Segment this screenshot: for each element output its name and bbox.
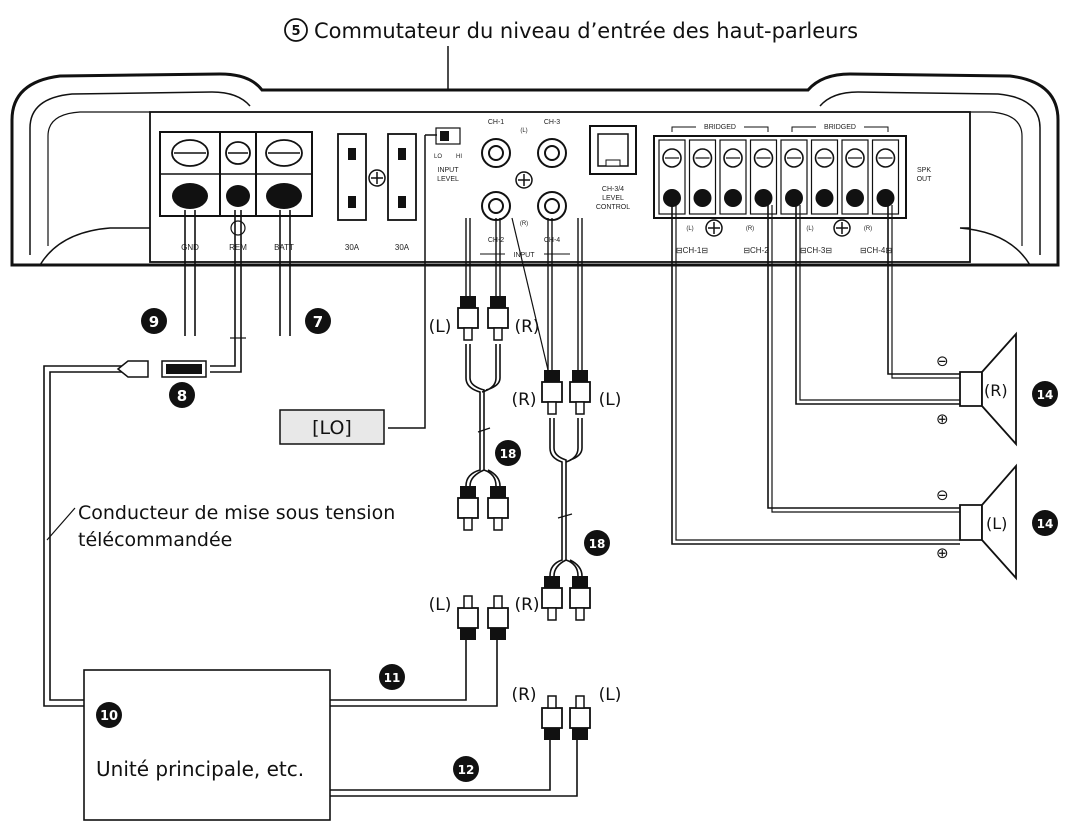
out-ch2-label: ⊟CH-2 — [743, 246, 769, 255]
rca-plug-a-l-bottom — [457, 486, 479, 531]
lo-box-text: [LO] — [312, 417, 352, 439]
fuse-2-label: 30A — [395, 243, 410, 252]
plug-label-a-l-top: (L) — [429, 317, 452, 337]
speaker-terminal-1 — [658, 139, 686, 215]
power-terminal-block: GND REM BATT — [159, 131, 313, 252]
rca-plug-head-b-l — [569, 695, 591, 740]
rca-plug-a-r-top — [487, 296, 509, 341]
plug-label-b-l-bottom: (L) — [599, 685, 622, 705]
gnd-label: GND — [181, 243, 199, 252]
rem-label: REM — [229, 243, 247, 252]
input-level-switch[interactable]: LO HI INPUT LEVEL — [434, 127, 462, 183]
ch34-label-2: LEVEL — [602, 195, 624, 202]
speaker-terminal-7 — [841, 139, 869, 215]
rca-plug-b-l-bottom — [569, 576, 591, 621]
plug-label-a-r-bottom: (R) — [514, 595, 539, 615]
speaker-terminal-8 — [871, 139, 900, 215]
badge-18-a: 18 — [500, 447, 517, 461]
l-label: (L) — [520, 128, 527, 134]
batt-label: BATT — [274, 243, 294, 252]
head-unit-number: 10 — [100, 709, 118, 724]
head-unit-text: Unité principale, etc. — [96, 757, 304, 781]
spk-out-label-1: SPK — [917, 167, 931, 174]
remote-lead-text-2: télécommandée — [78, 529, 232, 551]
plug-label-b-l-top: (L) — [599, 390, 622, 410]
spk-r-label-2: (R) — [864, 226, 872, 232]
ch1-label: CH-1 — [488, 119, 504, 126]
rca-plug-a-r-bottom — [487, 486, 509, 531]
fuse-block: 30A 30A — [337, 133, 417, 252]
remote-lead-label: Conducteur de mise sous tension télécomm… — [46, 502, 395, 551]
speaker-left-minus: ⊖ — [936, 486, 949, 504]
speaker-left: (L) ⊖ ⊕ — [936, 463, 1017, 581]
speaker-terminal-4 — [749, 139, 778, 215]
title-number: 5 — [291, 24, 300, 39]
spk-r-label-1: (R) — [746, 226, 754, 232]
speaker-right: (R) ⊖ ⊕ — [936, 331, 1017, 447]
input-level-label-2: LEVEL — [437, 176, 459, 183]
plug-label-a-l-bottom: (L) — [429, 595, 452, 615]
remote-connector — [116, 360, 207, 378]
badge-12: 12 — [458, 763, 475, 777]
badge-7: 7 — [313, 313, 323, 331]
head-unit: 10 Unité principale, etc. — [83, 669, 331, 821]
out-ch1-label: ⊟CH-1⊟ — [676, 246, 708, 255]
rca-plug-b-r-top — [541, 370, 563, 415]
ch3-label: CH-3 — [544, 119, 560, 126]
title-text: Commutateur du niveau d’entrée des haut-… — [314, 19, 858, 43]
speaker-left-plus: ⊕ — [936, 544, 949, 562]
speaker-right-label: (R) — [984, 381, 1008, 400]
rca-plug-head-a-r — [487, 595, 509, 640]
badge-8: 8 — [177, 387, 187, 405]
hi-label: HI — [456, 154, 462, 160]
badge-18-b: 18 — [589, 537, 606, 551]
speaker-left-label: (L) — [986, 514, 1007, 533]
input-level-label: INPUT — [438, 167, 460, 174]
speaker-terminal-block: BRIDGED BRIDGED SPK OUT (L) (R) (L) (R) … — [653, 124, 933, 255]
speaker-terminal-2 — [688, 139, 717, 215]
spk-out-label-2: OUT — [917, 176, 933, 183]
input-label: INPUT — [514, 252, 536, 259]
bridged-label-2: BRIDGED — [824, 124, 856, 131]
speaker-terminal-screws — [658, 139, 900, 215]
badges: 9 7 8 18 18 11 12 14 14 — [141, 308, 1058, 782]
ch34-level-control[interactable]: CH-3/4 LEVEL CONTROL — [589, 125, 637, 211]
speaker-right-minus: ⊖ — [936, 352, 949, 370]
badge-14-b: 14 — [1037, 517, 1054, 531]
out-ch3-label: ⊟CH-3⊟ — [800, 246, 832, 255]
spk-l-label-2: (L) — [806, 226, 813, 232]
r-label: (R) — [520, 221, 528, 227]
rca-plug-head-b-r — [541, 695, 563, 740]
fuse-1-label: 30A — [345, 243, 360, 252]
ch34-label-3: CONTROL — [596, 204, 630, 211]
ch34-label-1: CH-3/4 — [602, 186, 624, 193]
speaker-terminal-6 — [810, 139, 839, 215]
plug-label-b-r-bottom: (R) — [511, 685, 536, 705]
rca-plug-head-a-l — [457, 595, 479, 640]
lo-label: LO — [434, 154, 442, 160]
badge-11: 11 — [384, 671, 401, 685]
lo-box: [LO] — [279, 409, 385, 445]
speaker-terminal-5 — [780, 139, 808, 215]
rca-cable-sets: (L) (R) (L) (R) (R) (L) (R) (L) — [429, 217, 622, 740]
plug-label-a-r-top: (R) — [514, 317, 539, 337]
speaker-terminal-3 — [719, 139, 747, 215]
out-ch4-label: ⊟CH-4⊟ — [860, 246, 892, 255]
rca-plug-b-r-bottom — [541, 576, 563, 621]
badge-9: 9 — [149, 313, 159, 331]
speaker-right-plus: ⊕ — [936, 410, 949, 428]
input-level-switch-callout: 5 Commutateur du niveau d’entrée des hau… — [284, 18, 858, 128]
plug-label-b-r-top: (R) — [511, 390, 536, 410]
rca-plug-a-l-top — [457, 296, 479, 341]
rca-plug-b-l-top — [569, 370, 591, 415]
spk-l-label-1: (L) — [686, 226, 693, 232]
badge-14-a: 14 — [1037, 388, 1054, 402]
wires — [43, 134, 960, 797]
remote-lead-text-1: Conducteur de mise sous tension — [78, 502, 395, 524]
bridged-label-1: BRIDGED — [704, 124, 736, 131]
